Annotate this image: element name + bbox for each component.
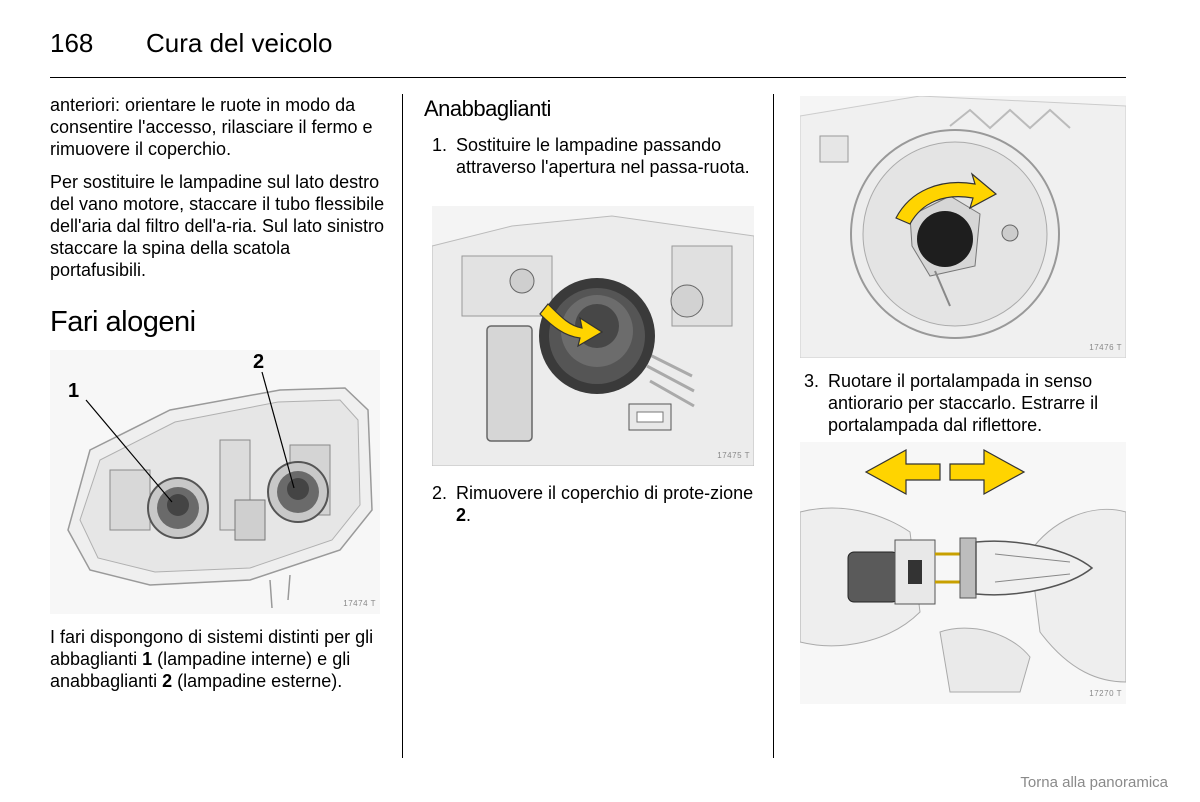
step-1: 1.Sostituire le lampadine passando attra… (432, 135, 750, 177)
column-right: 17476 T 3.Ruotare il portalampada in sen… (796, 94, 1126, 734)
step-3: 3.Ruotare il portalampada in senso antio… (804, 371, 1099, 435)
paragraph-engine-side: Per sostituire le lampadine sul lato des… (50, 172, 385, 280)
figure-code: 17474 T (343, 599, 376, 608)
section-heading-halogen: Fari alogeni (50, 306, 196, 338)
subheading-low-beam: Anabbaglianti (424, 96, 551, 121)
lamp-holder-figure: 17476 T (800, 96, 1126, 358)
column-middle: Anabbaglianti 1.Sostituire le lampadine … (424, 94, 754, 734)
paragraph-access: anteriori: orientare le ruote in modo da… (50, 95, 373, 159)
column-divider (773, 94, 774, 758)
callout-1: 1 (68, 380, 79, 402)
figure-code: 17475 T (717, 451, 750, 460)
back-to-overview-link[interactable]: Torna alla panoramica (1020, 774, 1168, 791)
bulb-removal-figure: 17270 T (800, 442, 1126, 704)
steps-list: 1.Sostituire le lampadine passando attra… (424, 134, 754, 178)
chapter-title: Cura del veicolo (146, 28, 333, 58)
callout-2: 2 (253, 351, 264, 373)
steps-list: 2.Rimuovere il coperchio di prote-zione … (424, 482, 754, 526)
page-header: 168 Cura del veicolo (50, 24, 1126, 78)
page-number: 168 (50, 28, 94, 58)
steps-list: 3.Ruotare il portalampada in senso antio… (796, 370, 1126, 436)
column-divider (402, 94, 403, 758)
wheel-arch-figure: 17475 T (432, 206, 754, 466)
figure-code: 17270 T (1089, 689, 1122, 698)
paragraph-headlamp-systems: I fari dispongono di sistemi distinti pe… (50, 627, 374, 691)
headlamp-figure: 1 2 17474 T (50, 350, 380, 614)
step-2: 2.Rimuovere il coperchio di prote-zione … (432, 483, 754, 525)
figure-code: 17476 T (1089, 343, 1122, 352)
column-left: anteriori: orientare le ruote in modo da… (50, 94, 386, 734)
